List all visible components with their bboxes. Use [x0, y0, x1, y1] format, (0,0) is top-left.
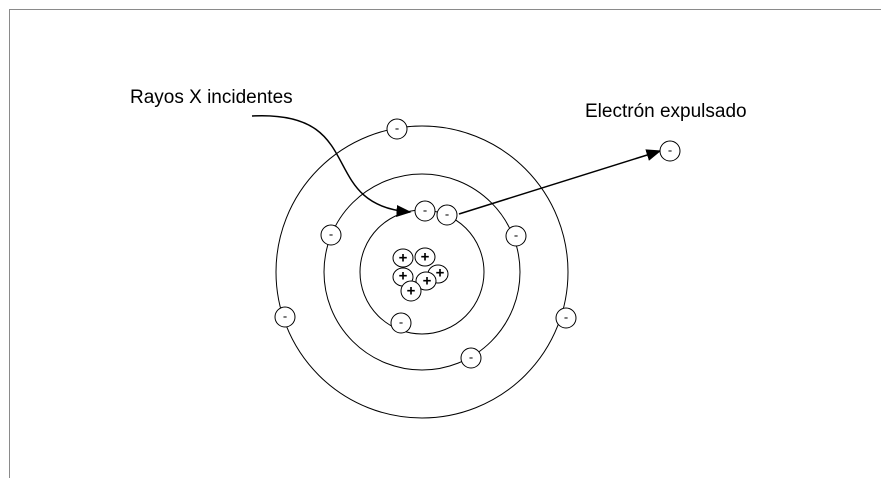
svg-text:+: +	[436, 265, 445, 282]
svg-text:-: -	[329, 227, 333, 242]
svg-text:+: +	[399, 268, 408, 285]
orbit-outer	[275, 125, 569, 419]
electron-inner-bottom: -	[390, 312, 412, 334]
svg-text:+: +	[407, 283, 416, 300]
svg-text:-: -	[399, 315, 403, 330]
electron-outer-right: -	[555, 307, 577, 329]
svg-text:-: -	[469, 350, 473, 365]
proton: +	[392, 248, 414, 268]
electron-middle-left: -	[320, 224, 342, 246]
svg-text:-: -	[423, 203, 427, 218]
proton: +	[414, 247, 436, 267]
electron-ejected: -	[659, 140, 681, 162]
proton: +	[400, 280, 422, 302]
proton: +	[415, 271, 437, 291]
svg-text:-: -	[395, 121, 399, 136]
electron-middle-bottom: -	[460, 347, 482, 369]
electron-outer-top: -	[386, 118, 408, 140]
electron-outer-left: -	[274, 306, 296, 328]
orbit-middle	[323, 173, 521, 371]
electron-middle-right: -	[505, 225, 527, 247]
svg-text:-: -	[445, 207, 449, 222]
svg-text:-: -	[283, 309, 287, 324]
svg-text:+: +	[421, 249, 430, 266]
svg-text:-: -	[514, 228, 518, 243]
electron-struck: -	[414, 200, 436, 222]
svg-text:-: -	[564, 310, 568, 325]
nucleus: + + + + + +	[392, 247, 449, 302]
svg-text:-: -	[668, 143, 672, 158]
svg-text:+: +	[399, 250, 408, 267]
ejected-electron-label: Electrón expulsado	[585, 101, 747, 122]
incident-xray-arrow	[251, 115, 412, 217]
ejected-electron-arrow	[458, 149, 662, 215]
svg-text:+: +	[423, 273, 432, 290]
incident-xray-label: Rayos X incidentes	[130, 87, 293, 108]
electron-departing: -	[436, 204, 458, 226]
diagram-frame	[9, 9, 881, 478]
